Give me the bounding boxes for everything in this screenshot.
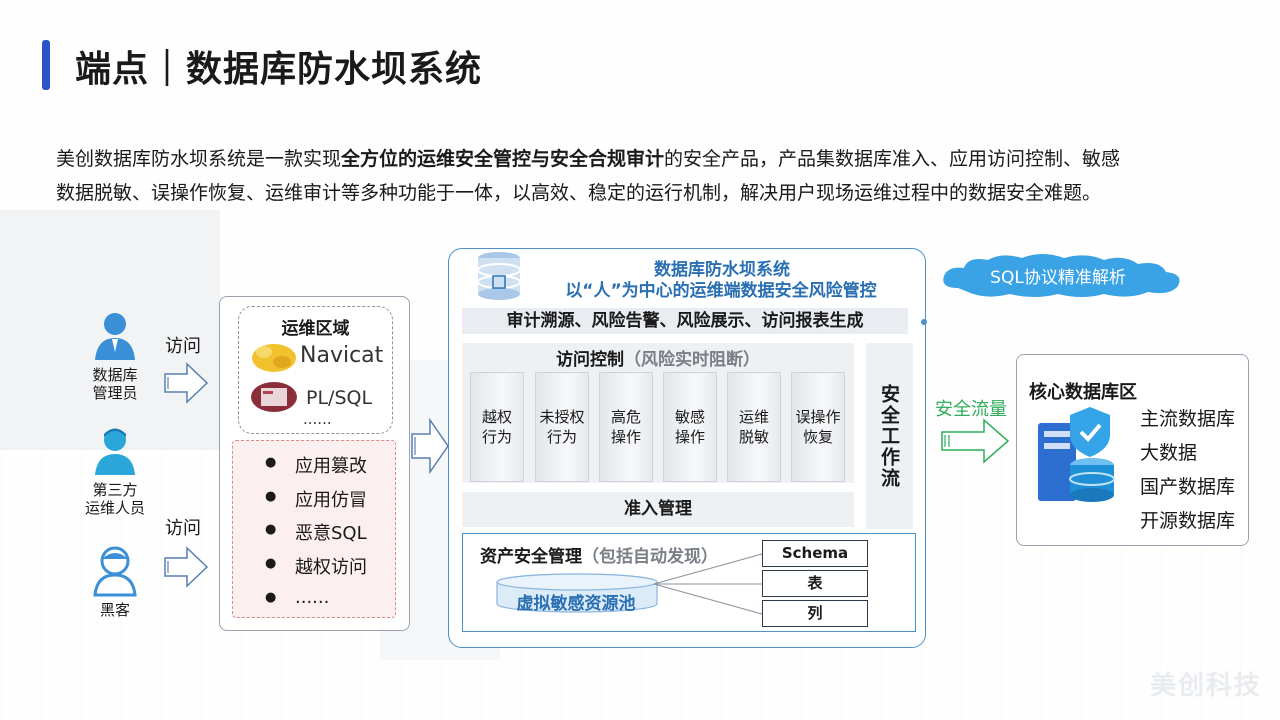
security-flow-label: 安全流量	[935, 399, 1007, 420]
core-item: 主流数据库	[1140, 408, 1236, 430]
ops-to-system-arrow-icon	[411, 418, 449, 474]
control-card: 运维脱敏	[727, 372, 781, 482]
schema-tag: Schema	[762, 540, 868, 567]
system-subtitle: 以“人”为中心的运维端数据安全风险管控	[565, 281, 877, 301]
access-control-subtitle: （风险实时阻断）	[624, 350, 760, 370]
risk-item: 恶意SQL	[265, 519, 367, 545]
database-icon	[477, 252, 521, 300]
core-database-title: 核心数据库区	[1029, 382, 1137, 403]
table-tag: 表	[762, 570, 868, 597]
connector-dot	[921, 319, 927, 325]
intro-bold: 全方位的运维安全管控与安全合规审计	[341, 148, 665, 170]
column-tag: 列	[762, 600, 868, 627]
dba-person-icon	[95, 313, 135, 360]
security-flow-arrow-icon	[941, 418, 1010, 464]
ops-tools-more: ......	[303, 410, 332, 428]
navicat-label: Navicat	[300, 343, 384, 368]
intro-text-2: 的安全产品，产品集数据库准入、应用访问控制、敏感	[664, 148, 1121, 170]
core-item: 开源数据库	[1140, 510, 1236, 532]
title-accent-bar	[42, 40, 50, 90]
security-workflow: 安全工作流	[866, 343, 913, 529]
access-arrow-icon	[164, 546, 209, 588]
risk-item: 应用仿冒	[265, 486, 367, 512]
pool-connector-lines	[653, 553, 763, 615]
plsql-logo-icon	[251, 382, 297, 412]
asset-title: 资产安全管理（包括自动发现）	[480, 547, 718, 567]
risk-item: 应用篡改	[265, 452, 367, 478]
intro-text-1: 美创数据库防水坝系统是一款实现	[56, 148, 342, 170]
hacker-person: 黑客	[75, 545, 155, 619]
access-control-title: 访问控制（风险实时阻断）	[556, 350, 760, 370]
access-control-box	[462, 343, 854, 483]
control-card: 误操作恢复	[791, 372, 845, 482]
audit-bar: 审计溯源、风险告警、风险展示、访问报表生成	[462, 308, 908, 334]
ops-zone-title: 运维区域	[281, 319, 350, 339]
risk-item: 越权访问	[265, 553, 367, 579]
core-item: 国产数据库	[1140, 476, 1236, 498]
third-party-person: 第三方 运维人员	[75, 425, 155, 517]
resource-pool-label: 虚拟敏感资源池	[516, 594, 636, 614]
core-item: 大数据	[1140, 442, 1198, 464]
system-title: 数据库防水坝系统	[654, 260, 790, 280]
hacker-label: 黑客	[99, 601, 130, 619]
third-party-person-icon	[95, 428, 135, 475]
sql-parse-cloud-label: SQL协议精准解析	[990, 268, 1126, 288]
control-card: 敏感操作	[663, 372, 717, 482]
dba-person: 数据库 管理员	[75, 310, 155, 402]
watermark-logo: 美创科技	[1150, 671, 1263, 701]
database-server-shield-icon	[1038, 407, 1115, 502]
hacker-icon	[93, 546, 137, 597]
cloud-icon	[943, 254, 1180, 297]
access-arrow-icon	[164, 362, 209, 404]
page-title: 端点｜数据库防水坝系统	[75, 49, 483, 90]
control-card: 高危操作	[599, 372, 653, 482]
third-party-label-1: 第三方	[92, 481, 138, 499]
dba-label-2: 管理员	[92, 384, 138, 402]
navicat-logo-icon	[252, 344, 296, 372]
admission-bar: 准入管理	[462, 492, 854, 527]
access-label-2: 访问	[165, 518, 201, 539]
asset-subtitle: （包括自动发现）	[582, 547, 718, 567]
plsql-label: PL/SQL	[306, 387, 373, 409]
dba-label-1: 数据库	[92, 366, 138, 384]
access-label-1: 访问	[165, 336, 201, 357]
intro-paragraph: 美创数据库防水坝系统是一款实现全方位的运维安全管控与安全合规审计的安全产品，产品…	[56, 142, 1266, 210]
control-card: 未授权行为	[535, 372, 589, 482]
control-card: 越权行为	[470, 372, 524, 482]
intro-text-3: 数据脱敏、误操作恢复、运维审计等多种功能于一体，以高效、稳定的运行机制，解决用户…	[56, 182, 1102, 204]
third-party-label-2: 运维人员	[84, 499, 145, 517]
resource-pool-cylinder-icon	[496, 573, 658, 613]
risk-item: ......	[265, 587, 329, 608]
